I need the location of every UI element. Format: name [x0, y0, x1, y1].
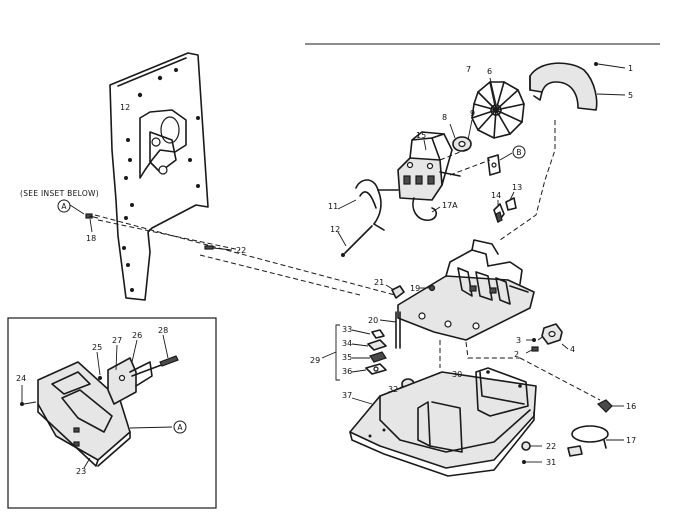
ref-b-upper: B	[516, 148, 521, 157]
callout-33: 33	[342, 325, 352, 334]
ref-circle-a-inset	[173, 420, 187, 434]
callout-17a: 17A	[442, 201, 458, 210]
callout-37: 37	[342, 391, 352, 400]
callout-29: 29	[310, 356, 320, 365]
ref-a-inset: A	[177, 423, 183, 432]
inset-housing	[37, 361, 131, 467]
callout-26: 26	[132, 331, 142, 340]
callout-31: 31	[546, 458, 556, 467]
bracket-group-29	[321, 324, 387, 381]
screw-18	[85, 213, 99, 233]
part-21	[385, 284, 405, 299]
callout-36: 36	[342, 367, 352, 376]
callout-20: 20	[368, 316, 378, 325]
ref-a-upper: A	[61, 202, 67, 211]
callout-34: 34	[342, 339, 352, 348]
callout-8: 8	[442, 113, 447, 122]
callout-27: 27	[112, 336, 122, 345]
fan-cover-5	[529, 62, 626, 111]
callout-9: 9	[470, 109, 475, 118]
part-16	[596, 399, 624, 413]
callout-35: 35	[342, 353, 352, 362]
callout-17: 17	[626, 436, 636, 445]
callout-15: 15	[416, 131, 426, 140]
callout-14: 14	[491, 191, 501, 200]
callout-2: 2	[514, 350, 519, 359]
part-20	[379, 311, 401, 349]
part-31	[522, 460, 542, 464]
callout-22-upper: 22	[236, 246, 246, 255]
part-4	[541, 323, 563, 345]
callout-25: 25	[92, 343, 102, 352]
callout-13: 13	[512, 183, 522, 192]
chassis	[397, 239, 535, 341]
pulley-8	[449, 123, 472, 152]
part-13	[505, 197, 517, 211]
callout-5: 5	[628, 91, 633, 100]
callout-24: 24	[16, 374, 26, 383]
callout-1: 1	[628, 64, 633, 73]
ref-circle-b-upper	[512, 145, 526, 159]
part-22-lower	[521, 441, 542, 451]
part-22-upper	[204, 245, 233, 251]
callout-12: 12	[330, 225, 340, 234]
svg-text:12: 12	[120, 103, 130, 112]
callout-3: 3	[516, 336, 521, 345]
callout-7: 7	[466, 65, 471, 74]
motor-15	[397, 131, 461, 201]
see-inset-note: (SEE INSET BELOW)	[20, 189, 99, 198]
bracket-b	[487, 154, 501, 176]
callout-23: 23	[76, 467, 86, 476]
callout-28: 28	[158, 326, 168, 335]
cord-17	[567, 425, 624, 457]
callout-18: 18	[86, 234, 96, 243]
callout-6: 6	[487, 67, 492, 76]
base-tray-37	[349, 367, 537, 477]
mounting-plate: 12	[109, 52, 209, 301]
callout-32: 32	[388, 385, 398, 394]
callout-19: 19	[410, 284, 420, 293]
callout-11: 11	[328, 202, 338, 211]
wire-17a	[412, 197, 441, 221]
callout-21: 21	[374, 278, 384, 287]
fan-blade	[471, 77, 525, 139]
part-19	[420, 284, 436, 292]
inset-frame	[7, 317, 217, 509]
inset-bracket	[98, 355, 179, 405]
part-14	[493, 203, 505, 223]
callout-4: 4	[570, 345, 575, 354]
callout-22-lower: 22	[546, 442, 556, 451]
ref-circle-a-upper	[57, 199, 71, 213]
callout-16: 16	[626, 402, 636, 411]
callout-30: 30	[452, 370, 462, 379]
screw-12	[341, 225, 373, 257]
wire-harness-11	[355, 179, 399, 231]
